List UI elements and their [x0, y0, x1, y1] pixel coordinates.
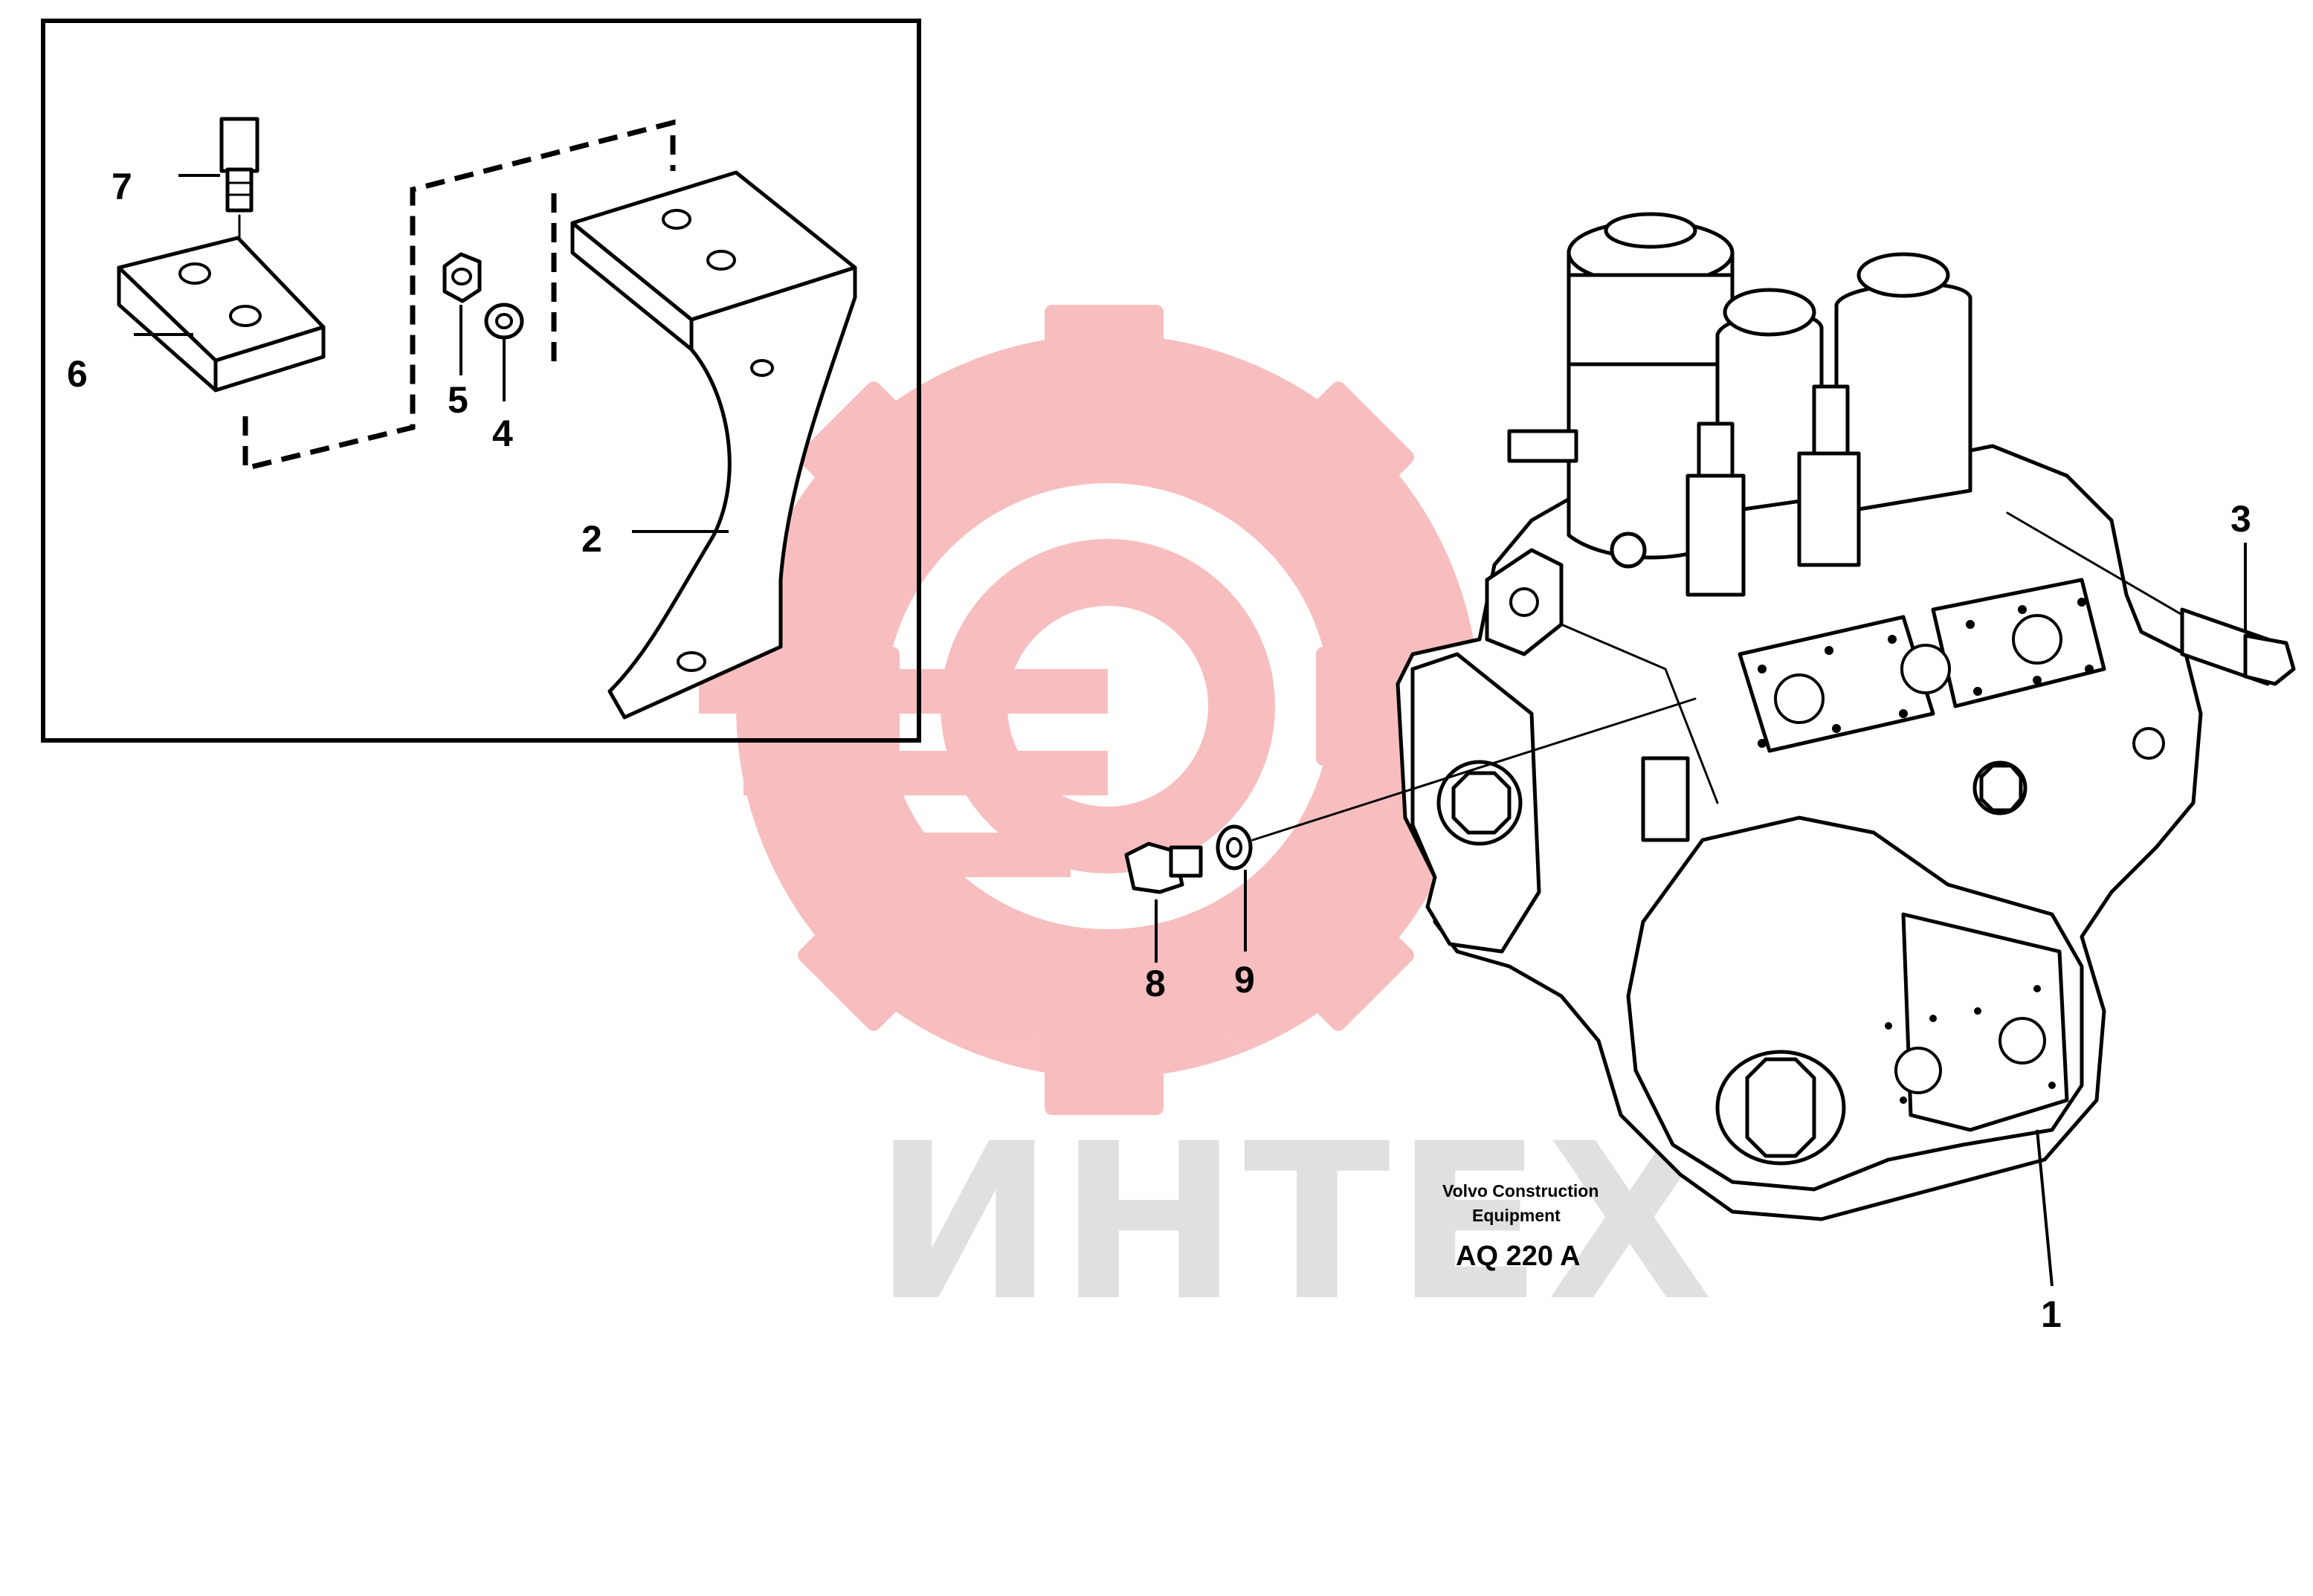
callout-5: 5 [448, 379, 468, 421]
watermark-text: ИНТЕХ [874, 1098, 1717, 1348]
callout-6: 6 [67, 353, 88, 395]
bracket-part [570, 170, 857, 720]
valve-block-part [1396, 212, 2203, 1221]
callout-2: 2 [581, 518, 602, 560]
plug-washer-part [1216, 824, 1253, 870]
plate-part [117, 236, 326, 392]
callout-7: 7 [112, 166, 132, 207]
callout-4: 4 [492, 413, 513, 454]
plug-assembly-line [1251, 697, 1697, 841]
plate-bolt-part [219, 117, 259, 262]
plug-part [1124, 841, 1203, 894]
nut-part [442, 252, 482, 303]
callout-9: 9 [1234, 959, 1255, 1001]
assembly-dashed-line [242, 119, 676, 472]
caption-code: AQ 220 A [1456, 1241, 1581, 1272]
detail-inset-frame [41, 19, 921, 743]
callout-8: 8 [1145, 963, 1166, 1004]
caption-line-1: Volvo Construction [1442, 1181, 1599, 1201]
bolt-part [2006, 511, 2296, 686]
callout-3: 3 [2230, 498, 2251, 540]
washer-part [484, 303, 524, 340]
callout-1: 1 [2041, 1293, 2062, 1335]
caption-line-2: Equipment [1472, 1206, 1561, 1225]
